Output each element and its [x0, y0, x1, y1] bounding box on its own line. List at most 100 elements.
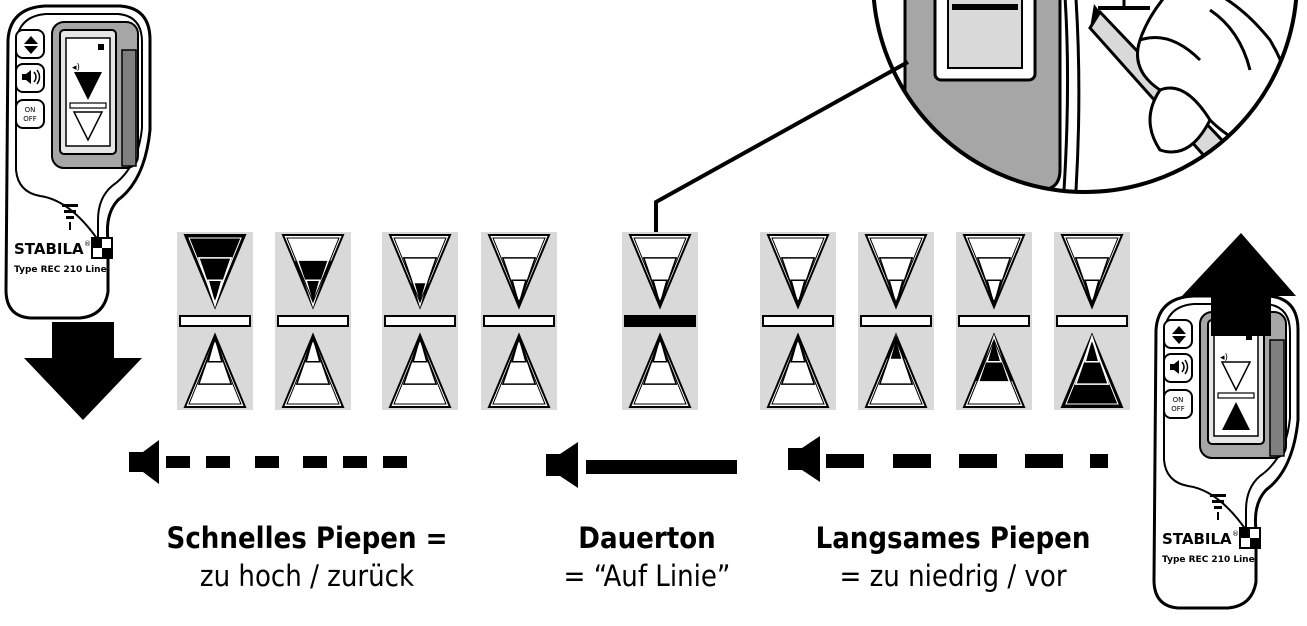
beep-dash: [893, 454, 931, 468]
sensor-window: [1269, 339, 1285, 457]
speaker-icon: [1170, 360, 1179, 374]
brand-name: STABILA: [14, 240, 84, 258]
center-line-bar: [860, 315, 932, 327]
speaker-icon: [546, 442, 578, 488]
mode-button-icon: [24, 46, 38, 54]
indicator-strip: [177, 232, 253, 410]
beep-dash: [826, 454, 864, 468]
speaker-icon: [33, 69, 41, 85]
model-name: Type REC 210 Line: [14, 265, 107, 275]
lcd-speaker-icon: ◂): [1220, 353, 1228, 363]
indicator-strip: [956, 232, 1032, 410]
beep-dash: [383, 456, 407, 468]
stabila-logo-icon: [91, 237, 113, 259]
magnifier-detail: [654, 0, 1299, 232]
beep-dash: [255, 456, 279, 468]
power-button: [1163, 389, 1193, 419]
lower-arrow: [864, 332, 928, 408]
indicator-strip: [858, 232, 934, 410]
upper-arrow: [628, 234, 692, 310]
arrow-up-icon: [1182, 233, 1296, 336]
beep-dash: [206, 456, 230, 468]
upper-arrow: [962, 234, 1026, 310]
center-line-bar: [958, 315, 1030, 327]
upper-arrow: [388, 234, 452, 310]
speaker-icon: [129, 440, 159, 484]
caption-slow-beep: Langsames Piepen = zu niedrig / vor: [773, 520, 1133, 596]
continuous-tone-signal: [546, 442, 737, 488]
arrow-down-icon: [24, 322, 142, 420]
beep-dash: [303, 456, 327, 468]
caption-continuous-title: Dauerton: [578, 521, 716, 555]
upper-arrow: [281, 234, 345, 310]
stabila-logo-icon: [1239, 527, 1261, 549]
lower-arrow: [766, 332, 830, 408]
beep-dash: [343, 456, 367, 468]
center-line-bar: [624, 315, 696, 327]
indicator-strip: [1054, 232, 1130, 410]
indicator-strip: [275, 232, 351, 410]
indicator-strip: [622, 232, 698, 410]
tone-bar: [586, 460, 737, 474]
beep-dash: [1025, 454, 1063, 468]
upper-arrow: [766, 234, 830, 310]
caption-slow-beep-title: Langsames Piepen: [815, 521, 1091, 555]
beep-dash: [166, 456, 190, 468]
upper-arrow: [183, 234, 247, 310]
speaker-icon: [22, 70, 31, 84]
center-line-bar: [762, 315, 834, 327]
laser-receive-icon: [62, 204, 78, 230]
lcd-arrow-up: [1222, 402, 1250, 430]
upper-arrow: [1060, 234, 1124, 310]
caption-slow-beep-meaning: = zu niedrig / vor: [839, 559, 1067, 593]
caption-fast-beep-title: Schnelles Piepen =: [166, 521, 448, 555]
lcd-center-bar: [69, 102, 107, 109]
upper-arrow: [487, 234, 551, 310]
power-off-label: OFF: [1171, 405, 1185, 413]
caption-fast-beep: Schnelles Piepen = zu hoch / zurück: [127, 520, 487, 596]
laser-receive-icon: [1210, 494, 1226, 520]
lcd-arrow-up: [72, 111, 104, 142]
lower-arrow: [1060, 332, 1124, 408]
lower-arrow: [183, 332, 247, 408]
indicator-strips: [177, 232, 1130, 410]
caption-continuous-tone: Dauerton = “Auf Linie”: [467, 520, 827, 596]
center-line-bar: [277, 315, 349, 327]
center-line-bar: [179, 315, 251, 327]
mode-button-icon: [1172, 326, 1186, 334]
beep-dash: [959, 454, 997, 468]
caption-continuous-meaning: = “Auf Linie”: [563, 559, 731, 593]
indicator-strip: [760, 232, 836, 410]
speaker-icon: [788, 436, 820, 482]
mode-button-icon: [24, 36, 38, 44]
lower-arrow: [281, 332, 345, 408]
power-on-label: ON: [1173, 396, 1184, 404]
beep-dash: [1090, 454, 1108, 468]
brand-name: STABILA: [1162, 530, 1232, 548]
upper-arrow: [864, 234, 928, 310]
center-line-bar: [1056, 315, 1128, 327]
power-button: [15, 99, 45, 129]
power-on-label: ON: [25, 106, 36, 114]
sensor-window: [121, 49, 137, 167]
center-line-bar: [483, 315, 555, 327]
caption-fast-beep-meaning: zu hoch / zurück: [199, 559, 415, 593]
lower-arrow: [388, 332, 452, 408]
speaker-icon: [1181, 359, 1189, 375]
center-line-bar: [384, 315, 456, 327]
lower-arrow: [962, 332, 1026, 408]
fast-beep-signal: [129, 440, 407, 484]
brand-trademark: ®: [84, 240, 91, 248]
lcd-mode-indicator: [1246, 334, 1252, 340]
magnifier-pointer-line: [654, 60, 909, 232]
indicator-strip: [382, 232, 458, 410]
mode-button-icon: [1172, 336, 1186, 344]
lcd-mode-indicator: [98, 44, 104, 50]
lower-arrow: [487, 332, 551, 408]
lcd-arrow-down: [1220, 361, 1252, 392]
brand-trademark: ®: [1232, 530, 1239, 538]
power-off-label: OFF: [23, 115, 37, 123]
